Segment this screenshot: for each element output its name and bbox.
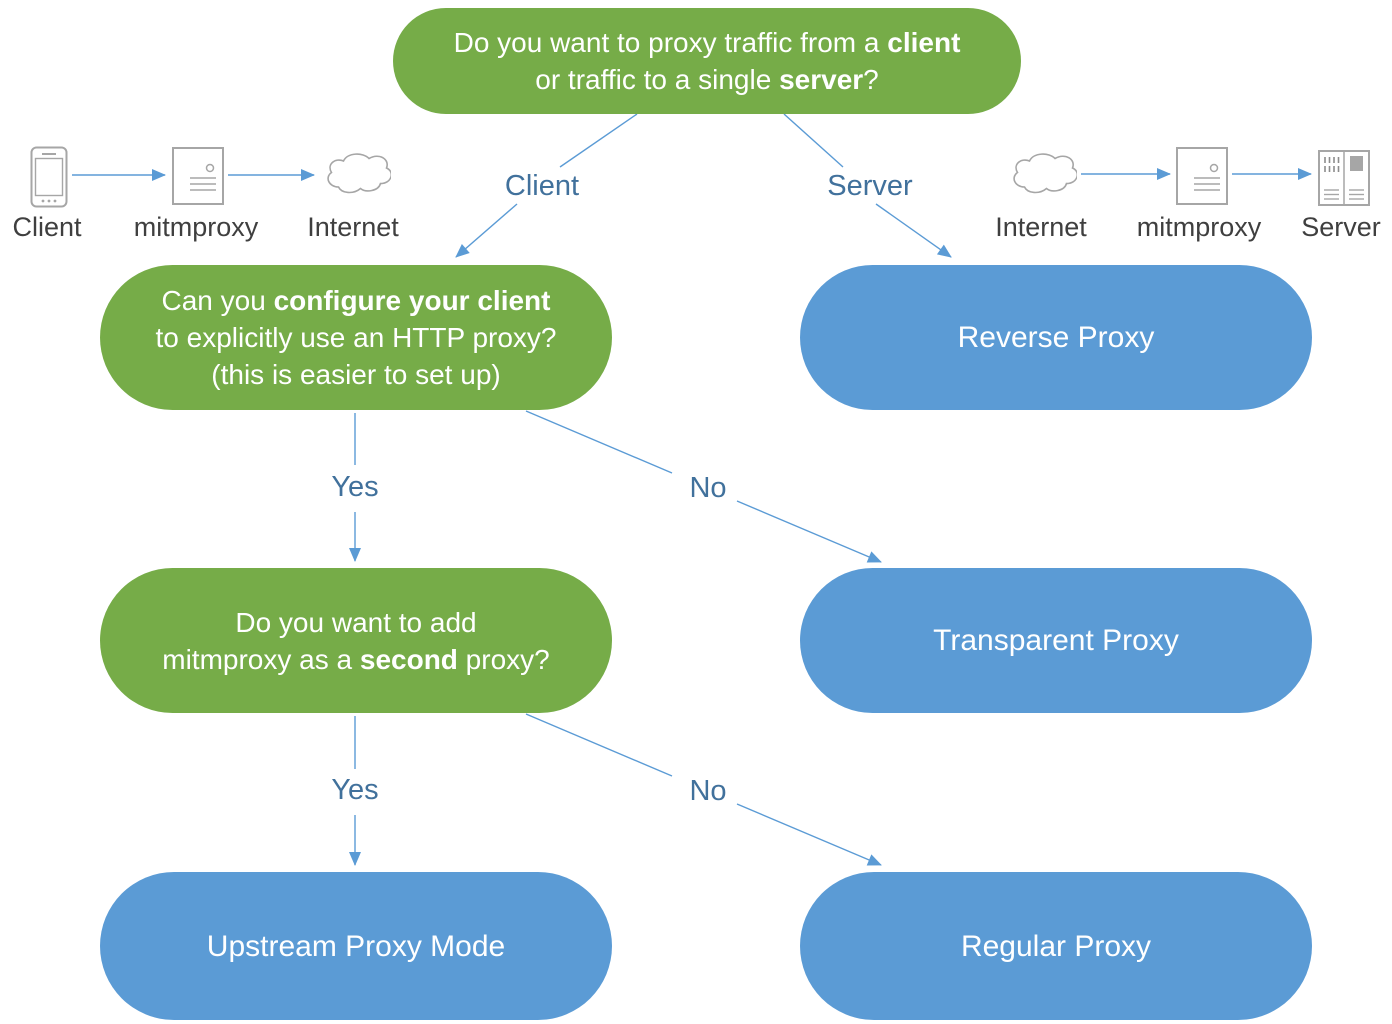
node-label: Transparent Proxy	[933, 624, 1179, 657]
caption-internet-right: Internet	[995, 212, 1087, 242]
edge-q1-server-b	[875, 203, 952, 258]
node-question-proxy-direction: Do you want to proxy traffic from a clie…	[393, 8, 1021, 114]
caption-internet-left: Internet	[307, 212, 399, 242]
cloud-icon	[1007, 150, 1077, 196]
node-upstream-proxy-mode: Upstream Proxy Mode	[100, 872, 612, 1020]
server-icon	[172, 147, 224, 205]
caption-mitmproxy-left: mitmproxy	[133, 212, 259, 242]
edge-label-server: Server	[821, 170, 919, 203]
question-line: Can you configure your client	[161, 285, 551, 316]
caption-server-right: Server	[1301, 212, 1381, 242]
node-question-second-proxy: Do you want to add mitmproxy as a second…	[100, 568, 612, 713]
edge-q3-no-b	[736, 803, 882, 866]
rack-icon	[1318, 150, 1370, 206]
edge-q2-no-b	[736, 500, 882, 563]
cloud-icon	[321, 150, 391, 196]
caption-mitmproxy-right: mitmproxy	[1136, 212, 1262, 242]
node-reverse-proxy: Reverse Proxy	[800, 265, 1312, 410]
node-question-configure-client: Can you configure your client to explici…	[100, 265, 612, 410]
node-label: Regular Proxy	[960, 929, 1152, 963]
question-line: Do you want to proxy traffic from a clie…	[453, 27, 961, 58]
question-line: (this is easier to set up)	[211, 359, 501, 390]
node-label: Reverse Proxy	[957, 321, 1155, 354]
edge-q1-client-b	[455, 203, 518, 258]
question-line: to explicitly use an HTTP proxy?	[155, 322, 557, 353]
question-line: mitmproxy as a second proxy?	[162, 643, 550, 675]
edge-label-no-1: No	[683, 472, 733, 505]
node-label: Upstream Proxy Mode	[206, 929, 506, 963]
edge-q3-no-a	[525, 713, 673, 777]
node-regular-proxy: Regular Proxy	[800, 872, 1312, 1020]
node-transparent-proxy: Transparent Proxy	[800, 568, 1312, 713]
edge-label-yes-2: Yes	[325, 774, 385, 807]
question-line: Do you want to add	[235, 606, 477, 638]
server-icon	[1176, 147, 1228, 205]
edge-label-no-2: No	[683, 775, 733, 808]
caption-client-left: Client	[12, 212, 82, 242]
edge-q1-client-a	[559, 113, 638, 168]
edge-q2-no-a	[525, 410, 673, 474]
edge-q1-server-a	[783, 113, 844, 168]
edge-label-client: Client	[498, 170, 586, 203]
question-line: or traffic to a single server?	[535, 64, 879, 95]
phone-icon	[30, 146, 68, 208]
edge-label-yes-1: Yes	[325, 471, 385, 504]
